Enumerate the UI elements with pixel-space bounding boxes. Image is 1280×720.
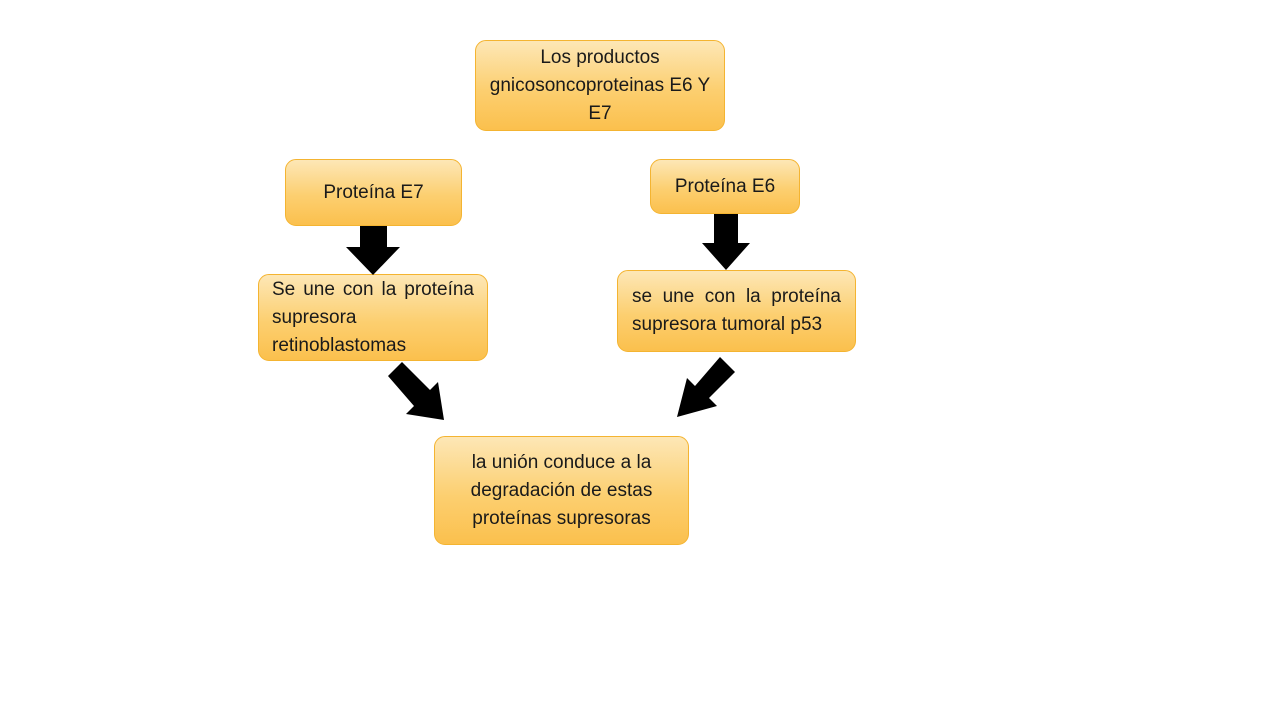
root-node-box: Los productos gnicosoncoproteinas E6 Y E… [475, 40, 725, 131]
protein-e7-box: Proteína E7 [285, 159, 462, 226]
e6-effect-text: se une con la proteína supresora tumoral… [632, 286, 841, 335]
e7-effect-box: Se une con la proteína supresora retinob… [258, 274, 488, 361]
arrow-e7-down-icon [346, 226, 400, 275]
outcome-box: la unión conduce a la degradación de est… [434, 436, 689, 545]
protein-e6-text: Proteína E6 [674, 175, 776, 197]
e6-effect-box: se une con la proteína supresora tumoral… [617, 270, 856, 352]
outcome-text: la unión conduce a la degradación de est… [470, 451, 653, 529]
e7-effect-text: Se une con la proteína supresora retinob… [272, 278, 474, 356]
root-node-text: Los productos gnicosoncoproteinas E6 Y E… [489, 46, 711, 124]
arrow-right-diagonal-icon [677, 357, 735, 417]
arrow-left-diagonal-icon [388, 362, 444, 420]
protein-e7-text: Proteína E7 [323, 181, 424, 203]
arrow-e6-down-icon [702, 214, 750, 270]
protein-e6-box: Proteína E6 [650, 159, 800, 214]
